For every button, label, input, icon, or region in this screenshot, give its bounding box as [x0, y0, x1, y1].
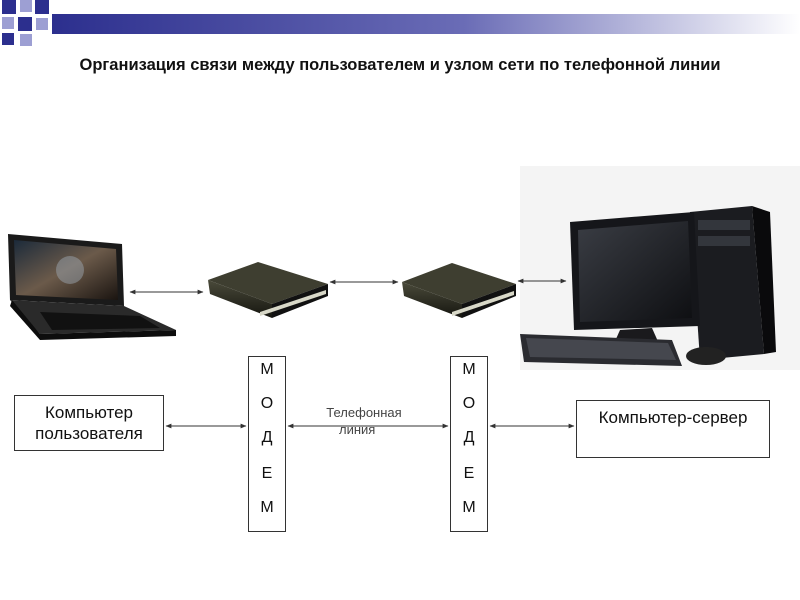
modem-letter: М [260, 361, 274, 378]
user-computer-box: Компьютер пользователя [14, 395, 164, 451]
modem-letter: О [260, 395, 274, 412]
laptop-icon [8, 234, 176, 340]
slide-title: Организация связи между пользователем и … [79, 56, 721, 74]
modem-letter: М [462, 361, 476, 378]
header-square [36, 18, 48, 30]
header-square [2, 0, 16, 14]
header-square [18, 17, 32, 31]
modem-letter: Е [463, 465, 475, 482]
phone-line-label: Телефонная линия [308, 404, 420, 438]
server-computer-box: Компьютер-сервер [576, 400, 770, 458]
header-square [2, 17, 14, 29]
modem-box-2: М О Д Е М [450, 356, 488, 532]
modem-letter: М [260, 499, 274, 516]
header-square [20, 0, 32, 12]
phone-line-label-line-2: линия [339, 422, 376, 437]
header-square [2, 33, 14, 45]
modem-letter: Е [261, 465, 273, 482]
modem-device-1-icon [208, 262, 328, 318]
modem-letter: М [462, 499, 476, 516]
modem-letter: О [462, 395, 476, 412]
header-square [20, 34, 32, 46]
modem-device-2-icon [402, 263, 516, 318]
header-decoration [2, 0, 800, 46]
modem-box-1: М О Д Е М [248, 356, 286, 532]
desktop-computer-icon [520, 166, 800, 370]
server-computer-label: Компьютер-сервер [598, 408, 748, 427]
user-computer-label-line-1: Компьютер [45, 403, 133, 422]
phone-line-label-line-1: Телефонная [326, 405, 402, 420]
header-gradient-bar [52, 14, 800, 34]
modem-letter: Д [463, 429, 475, 446]
modem-letter: Д [261, 429, 273, 446]
header-square [35, 0, 49, 14]
user-computer-label-line-2: пользователя [35, 424, 143, 443]
